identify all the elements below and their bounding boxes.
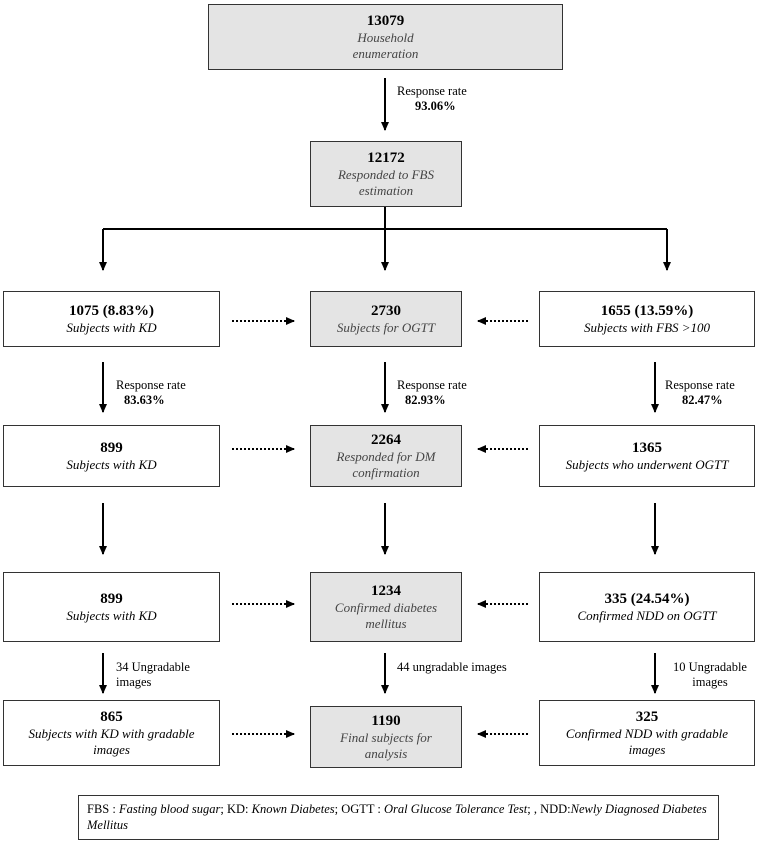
legend-ndd-full: Newly Diagnosed Diabetes Mellitus: [87, 802, 707, 832]
box-count: 2264: [371, 431, 401, 448]
household-enumeration-box: 13079 Household enumeration: [208, 4, 563, 70]
response-rate-title: Response rate: [397, 84, 467, 98]
box-label: Subjects for OGTT: [336, 319, 436, 335]
box-label: Subjects with KD: [66, 456, 157, 472]
ndd-gradable-box: 325 Confirmed NDD with gradable images: [539, 700, 755, 766]
abbreviation-legend: FBS : Fasting blood sugar; KD: Known Dia…: [78, 795, 719, 840]
box-label: Subjects with FBS >100: [583, 319, 711, 335]
fbs-over-100-box: 1655 (13.59%) Subjects with FBS >100: [539, 291, 755, 347]
box-label: Confirmed NDD on OGTT: [577, 607, 717, 623]
legend-kd-full: Known Diabetes: [251, 802, 335, 816]
ungradable-right-label: 10 Ungradable images: [673, 660, 747, 689]
box-label: Subjects with KD: [66, 607, 157, 623]
underwent-ogtt-box: 1365 Subjects who underwent OGTT: [539, 425, 755, 487]
response-rate-right-label: Response rate 82.47%: [665, 378, 735, 408]
legend-ogtt-full: Oral Glucose Tolerance Test: [384, 802, 528, 816]
response-rate-value: 82.93%: [405, 393, 446, 407]
kd-gradable-box: 865 Subjects with KD with gradable image…: [3, 700, 220, 766]
box-count: 865: [100, 708, 123, 725]
legend-ogtt-abbr: ; OGTT :: [334, 802, 385, 816]
box-label: Final subjects for analysis: [340, 729, 432, 761]
response-rate-title: Response rate: [397, 378, 467, 392]
box-label: Subjects who underwent OGTT: [565, 456, 729, 472]
known-diabetes-responded-box: 899 Subjects with KD: [3, 425, 220, 487]
legend-ndd-abbr: ; , NDD:: [527, 802, 571, 816]
box-label: Confirmed NDD with gradable images: [565, 725, 729, 757]
confirmed-diabetes-box: 1234 Confirmed diabetes mellitus: [310, 572, 462, 642]
box-label: Subjects with KD: [66, 319, 157, 335]
box-count: 1075 (8.83%): [69, 302, 154, 319]
response-rate-value: 83.63%: [124, 393, 165, 407]
box-count: 899: [100, 439, 123, 456]
confirmed-ndd-box: 335 (24.54%) Confirmed NDD on OGTT: [539, 572, 755, 642]
response-rate-top-label: Response rate 93.06%: [397, 84, 467, 114]
ungradable-mid-label: 44 ungradable images: [397, 660, 507, 674]
box-count: 2730: [371, 302, 401, 319]
response-rate-title: Response rate: [116, 378, 186, 392]
dm-confirmation-box: 2264 Responded for DM confirmation: [310, 425, 462, 487]
response-rate-mid-label: Response rate 82.93%: [397, 378, 467, 408]
box-label: Responded for DM confirmation: [336, 448, 436, 480]
box-count: 13079: [366, 12, 405, 29]
response-rate-title: Response rate: [665, 378, 735, 392]
final-subjects-box: 1190 Final subjects for analysis: [310, 706, 462, 768]
ogtt-subjects-box: 2730 Subjects for OGTT: [310, 291, 462, 347]
box-count: 899: [100, 590, 123, 607]
known-diabetes-confirmed-box: 899 Subjects with KD: [3, 572, 220, 642]
box-count: 1655 (13.59%): [600, 302, 694, 319]
legend-fbs-abbr: FBS :: [87, 802, 119, 816]
response-rate-left-label: Response rate 83.63%: [116, 378, 186, 408]
response-rate-value: 82.47%: [682, 393, 723, 407]
box-count: 1234: [371, 582, 401, 599]
box-count: 335 (24.54%): [604, 590, 690, 607]
box-label: Responded to FBS estimation: [337, 166, 435, 198]
box-count: 12172: [367, 149, 405, 166]
box-count: 1365: [632, 439, 662, 456]
responded-fbs-box: 12172 Responded to FBS estimation: [310, 141, 462, 207]
box-label: Household enumeration: [352, 29, 419, 61]
box-label: Confirmed diabetes mellitus: [334, 599, 438, 631]
legend-fbs-full: Fasting blood sugar: [118, 802, 221, 816]
box-count: 1190: [371, 712, 401, 729]
legend-kd-abbr: ; KD:: [220, 802, 252, 816]
response-rate-value: 93.06%: [415, 99, 456, 113]
box-count: 325: [635, 708, 659, 725]
ungradable-left-label: 34 Ungradable images: [116, 660, 190, 689]
known-diabetes-box: 1075 (8.83%) Subjects with KD: [3, 291, 220, 347]
box-label: Subjects with KD with gradable images: [28, 725, 195, 757]
